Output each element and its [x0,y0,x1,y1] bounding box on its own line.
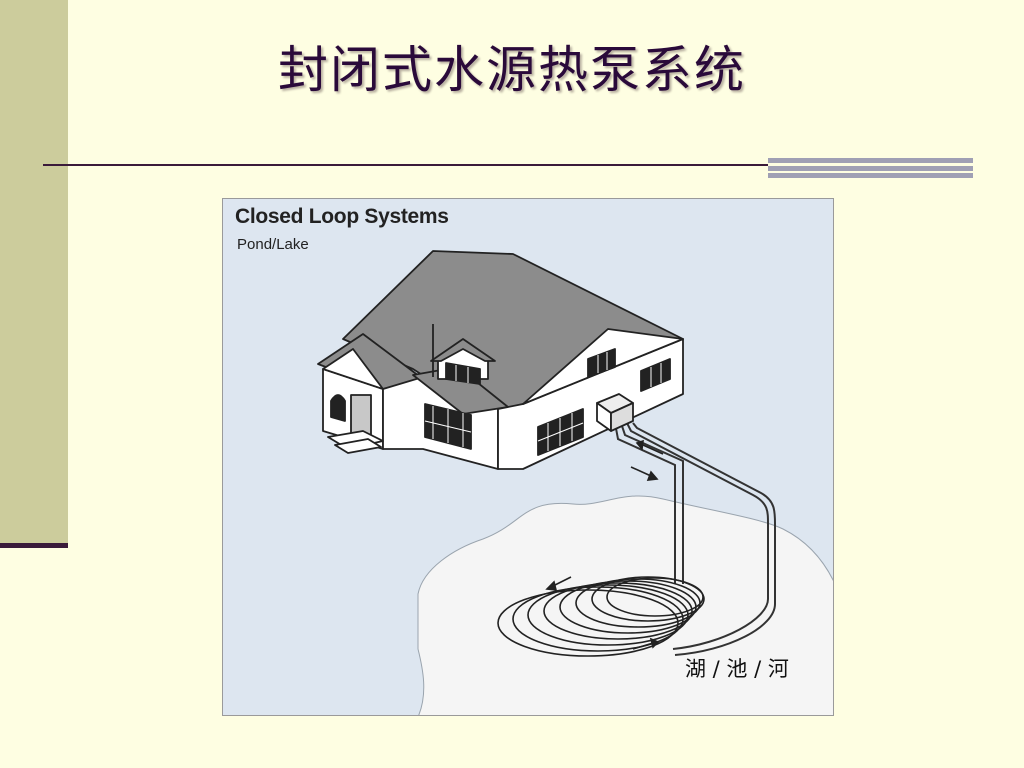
title-divider [43,164,973,166]
diagram-title: Closed Loop Systems [235,205,449,228]
house-illustration [317,250,684,470]
diagram-illustration [317,250,833,715]
loop-pipes [614,422,776,656]
slide-title: 封闭式水源热泵系统 [278,41,746,99]
pond-area [417,495,833,715]
water-body-label: 湖 / 池 / 河 [685,657,789,681]
closed-loop-diagram: Closed Loop Systems Pond/Lake 湖 / 池 / 河 [222,198,834,716]
left-decor-rule [0,543,68,548]
title-divider-accent [768,158,973,178]
flow-arrows [545,439,664,650]
diagram-subtitle: Pond/Lake [237,236,309,253]
window-grids [424,352,662,451]
left-decor-band [0,0,68,545]
pond-coils [497,576,705,657]
